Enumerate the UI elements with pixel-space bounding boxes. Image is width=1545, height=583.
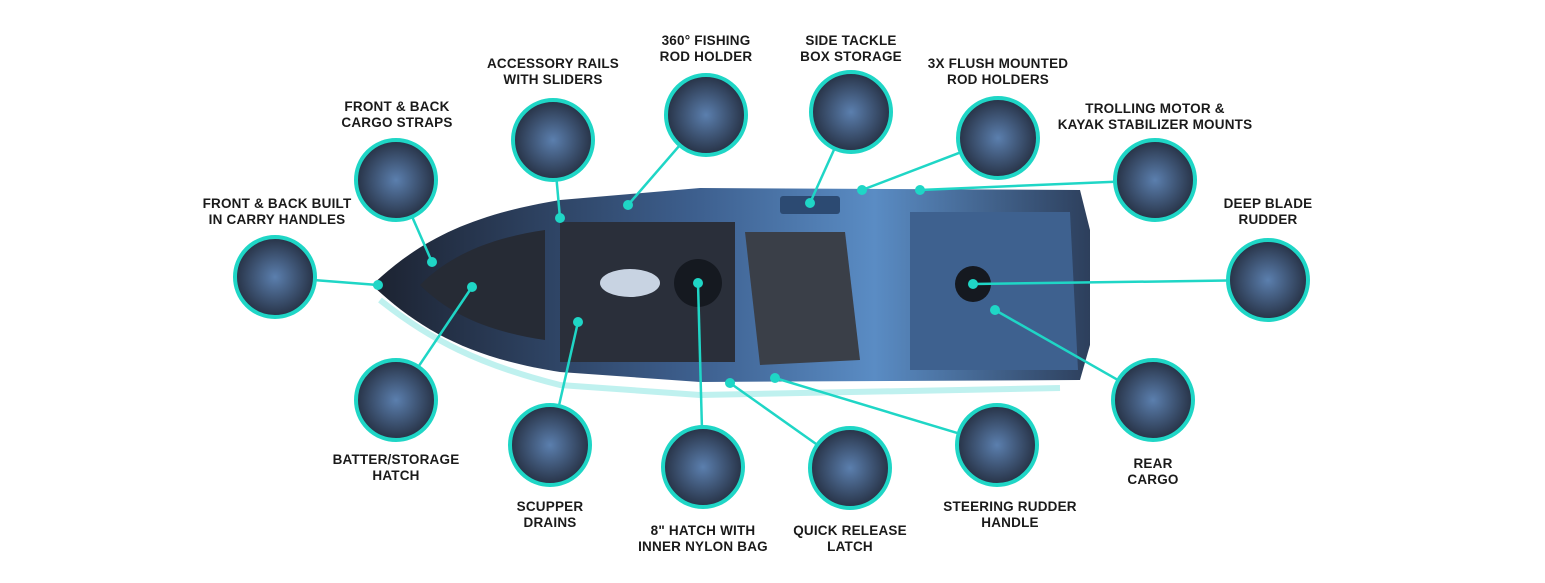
leader-line	[994, 308, 1119, 382]
callout-trolling-mounts: TROLLING MOTOR &KAYAK STABILIZER MOUNTS	[915, 101, 1253, 222]
leader-line	[410, 216, 434, 263]
callout-label: ROD HOLDER	[660, 49, 753, 64]
callout-label: QUICK RELEASE	[793, 523, 907, 538]
callout-label: FRONT & BACK BUILT	[203, 196, 352, 211]
target-dot	[915, 185, 925, 195]
detail-inset-image	[809, 70, 893, 154]
leader-line	[627, 144, 681, 206]
leader-line	[555, 179, 562, 219]
target-dot	[467, 282, 477, 292]
target-dot	[427, 257, 437, 267]
detail-inset-image	[808, 426, 892, 510]
target-dot	[623, 200, 633, 210]
target-dot	[693, 278, 703, 288]
leader-line	[314, 278, 379, 287]
detail-inset-image	[956, 96, 1040, 180]
leader-line	[729, 381, 819, 446]
detail-inset-image	[1113, 138, 1197, 222]
callout-label: 8" HATCH WITH	[651, 523, 756, 538]
callout-label: WITH SLIDERS	[503, 72, 602, 87]
callout-label: REAR	[1133, 456, 1172, 471]
callout-label: BOX STORAGE	[800, 49, 902, 64]
target-dot	[770, 373, 780, 383]
leader-line	[808, 147, 836, 204]
target-dot	[573, 317, 583, 327]
callout-label: 3X FLUSH MOUNTED	[928, 56, 1069, 71]
callout-label: SIDE TACKLE	[805, 33, 896, 48]
detail-inset-image	[354, 358, 438, 442]
leader-line	[557, 321, 580, 407]
target-dot	[373, 280, 383, 290]
callout-label: DRAINS	[524, 515, 577, 530]
callout-label: 360° FISHING	[662, 33, 751, 48]
target-dot	[968, 279, 978, 289]
detail-inset-image	[508, 403, 592, 487]
detail-inset-image	[664, 73, 748, 157]
detail-inset-image	[354, 138, 438, 222]
target-dot	[725, 378, 735, 388]
callout-label: RUDDER	[1239, 212, 1298, 227]
callout-label: CARGO	[1127, 472, 1178, 487]
leader-line	[696, 282, 704, 428]
callout-label: ACCESSORY RAILS	[487, 56, 619, 71]
callout-label: KAYAK STABILIZER MOUNTS	[1058, 117, 1253, 132]
callout-label: FRONT & BACK	[344, 99, 449, 114]
callout-label: HANDLE	[981, 515, 1038, 530]
detail-inset-image	[511, 98, 595, 182]
leader-line	[919, 180, 1116, 192]
detail-inset-image	[661, 425, 745, 509]
callout-label: HATCH	[372, 468, 419, 483]
callout-label: INNER NYLON BAG	[638, 539, 768, 554]
callout-label: TROLLING MOTOR &	[1085, 101, 1224, 116]
detail-inset-image	[233, 235, 317, 319]
leader-line	[972, 279, 1229, 286]
callout-label: SCUPPER	[517, 499, 584, 514]
callout-label: LATCH	[827, 539, 873, 554]
kayak-hull	[372, 188, 1090, 399]
leader-line	[861, 151, 962, 192]
detail-inset-image	[955, 403, 1039, 487]
callout-label: STEERING RUDDER	[943, 499, 1077, 514]
callout-label: ROD HOLDERS	[947, 72, 1049, 87]
target-dot	[805, 198, 815, 208]
callout-label: DEEP BLADE	[1224, 196, 1313, 211]
callout-label: CARGO STRAPS	[341, 115, 452, 130]
detail-inset-image	[1226, 238, 1310, 322]
target-dot	[990, 305, 1000, 315]
callout-label: BATTER/STORAGE	[333, 452, 460, 467]
leader-line	[417, 286, 474, 368]
target-dot	[857, 185, 867, 195]
callout-label: IN CARRY HANDLES	[209, 212, 346, 227]
target-dot	[555, 213, 565, 223]
leader-line	[774, 376, 960, 435]
detail-inset-image	[1111, 358, 1195, 442]
